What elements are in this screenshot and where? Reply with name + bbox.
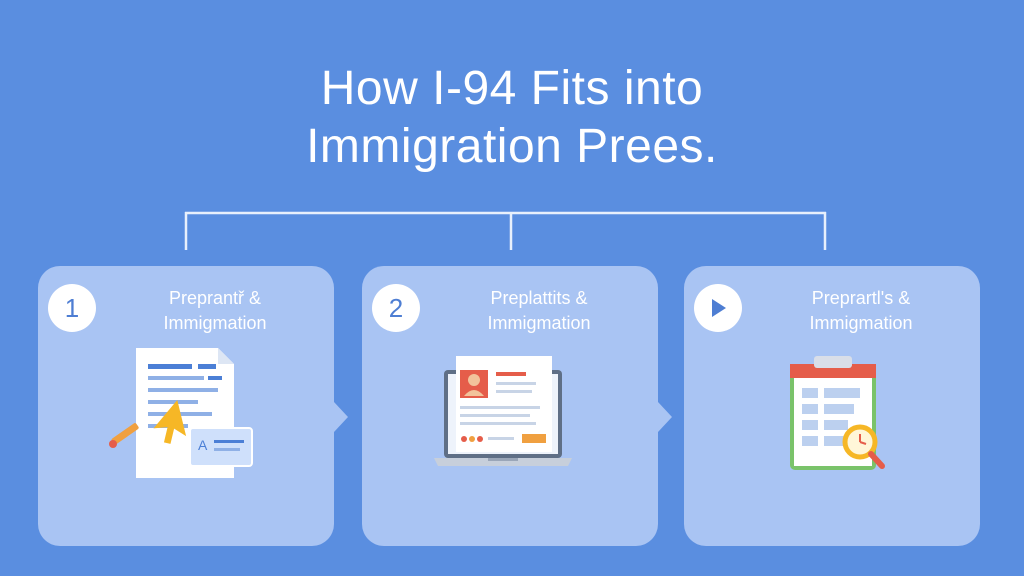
step-label-line-2: Immigmation	[809, 313, 913, 333]
flow-arrow	[658, 402, 672, 432]
clipboard-with-magnifier-icon	[790, 356, 885, 470]
step-card-1: 1 Preprantř & Immigmation A	[38, 266, 334, 546]
step-number-badge: 1	[48, 284, 96, 332]
step-label: Preplattits & Immigmation	[426, 286, 652, 336]
step-number-badge: 2	[372, 284, 420, 332]
step-label-line-1: Preplattits &	[490, 288, 588, 308]
step-label: Preprantř & Immigmation	[102, 286, 328, 336]
flow-arrow	[334, 402, 348, 432]
title-line-1: How I-94 Fits into	[320, 62, 704, 115]
page-title: How I-94 Fits into Immigration Prees.	[0, 60, 1024, 176]
step-label-line-1: Preprartl's &	[811, 288, 911, 308]
step-card-2: 2 Preplattits & Immigmation	[362, 266, 658, 546]
step-label-line-1: Preprantř &	[168, 288, 262, 308]
step-label-line-2: Immigmation	[163, 313, 267, 333]
step-label: Preprartl's & Immigmation	[748, 286, 974, 336]
title-line-2: Immigration Prees.	[306, 120, 718, 173]
svg-text:A: A	[198, 437, 208, 453]
play-icon	[694, 284, 742, 332]
step-label-line-2: Immigmation	[487, 313, 591, 333]
laptop-profile-icon	[434, 356, 572, 466]
document-with-cursor-icon: A	[109, 348, 253, 478]
bracket-connector	[184, 211, 827, 250]
step-card-3: Preprartl's & Immigmation	[684, 266, 980, 546]
